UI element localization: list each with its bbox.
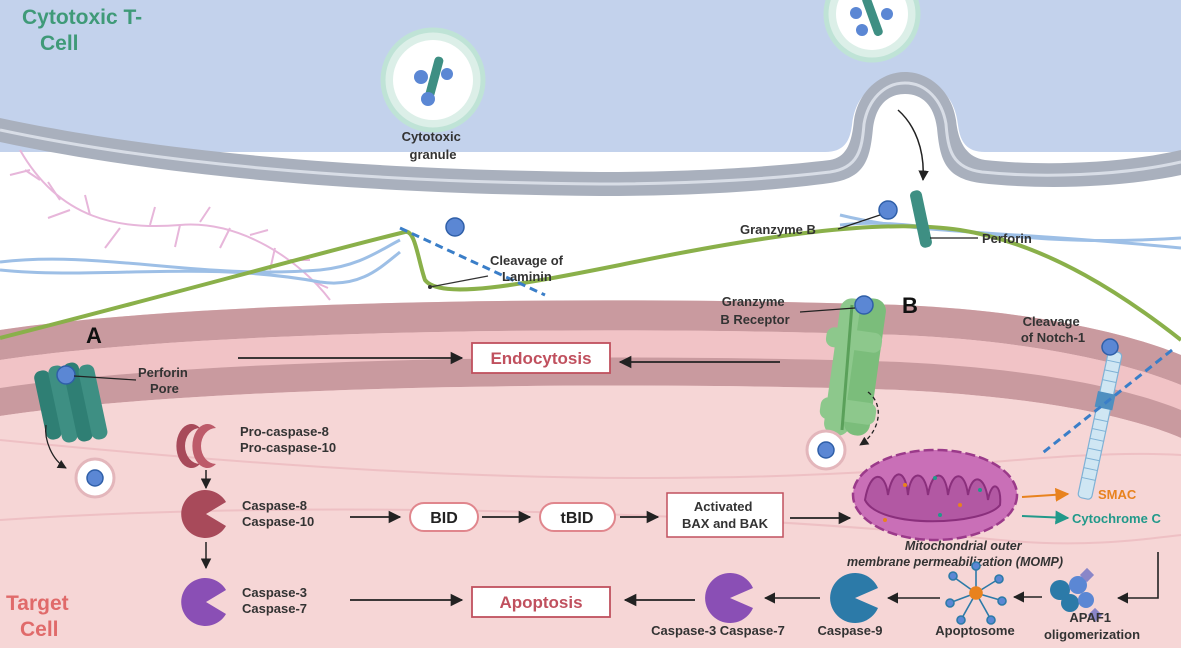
bid-pill	[409, 502, 479, 532]
momp-label: Mitochondrial outer membrane permeabiliz…	[847, 539, 1063, 569]
endosome-left	[74, 457, 116, 499]
section-label-a: A	[86, 323, 102, 348]
endocytosis-label: Endocytosis	[490, 349, 591, 368]
apoptosome-icon	[945, 561, 1007, 625]
caspase-3-7-left-icon	[181, 578, 226, 626]
basement-membrane-line	[0, 224, 1181, 342]
notch-cleavage-line	[1039, 348, 1173, 457]
target-cell	[0, 300, 1181, 648]
pro-caspase-icon	[176, 424, 216, 468]
pro-caspase-label: Pro-caspase-8 Pro-caspase-10	[240, 424, 336, 455]
perforin-pore	[34, 362, 108, 443]
cytotoxic-granule-label: Cytotoxic granule	[402, 129, 465, 162]
perforin-label: Perforin	[982, 231, 1032, 246]
mitochondrion	[851, 448, 1019, 542]
endocytosis-box	[471, 342, 611, 374]
granule-top-right	[823, 0, 921, 63]
target-cell-label: Target Cell	[6, 592, 74, 641]
granzyme-b-label: Granzyme B	[740, 222, 816, 237]
apoptosome-label: Apoptosome	[935, 623, 1014, 638]
perforin-molecule	[910, 190, 932, 248]
cytotoxic-granule	[380, 27, 486, 133]
cleavage-of-laminin-label: Cleavage of Laminin	[490, 253, 567, 284]
bax-bak-box	[666, 492, 784, 538]
endosome-right	[805, 429, 847, 471]
caspase-8-10-icon	[181, 490, 226, 539]
caspase-3-7-right-icon	[705, 573, 753, 623]
laminin-cleavage-line	[399, 226, 546, 297]
granzyme-b-released	[878, 200, 898, 220]
apaf1-oligomer-icon	[1050, 567, 1103, 623]
apoptosis-box	[471, 586, 611, 618]
tbid-label: tBID	[561, 510, 594, 527]
smac-label: SMAC	[1098, 487, 1137, 502]
caspase-9-icon	[830, 573, 878, 623]
notch-1-receptor	[1077, 350, 1123, 500]
t-cell-label: Cytotoxic T- Cell	[22, 6, 148, 55]
apaf1-label: APAF1 oligomerization	[1044, 610, 1140, 642]
bax-bak-label: Activated BAX and BAK	[682, 499, 769, 531]
granzyme-b-receptor-label: Granzyme B Receptor	[720, 294, 789, 327]
bid-label: BID	[430, 510, 458, 527]
cleavage-of-notch-label: Cleavage of Notch-1	[1021, 314, 1085, 345]
caspase-9-label: Caspase-9	[817, 623, 882, 638]
granzyme-b-receptor	[819, 295, 886, 436]
tbid-pill	[539, 502, 616, 532]
section-label-b: B	[902, 293, 918, 318]
granzyme-b-molecule	[445, 217, 465, 237]
perforin-pore-label: Perforin Pore	[138, 365, 191, 396]
caspase-3-7-left-label: Caspase-3 Caspase-7	[242, 585, 311, 616]
cytochrome-c-label: Cytochrome C	[1072, 511, 1161, 526]
caspase-3-7-right-label: Caspase-3 Caspase-7	[651, 623, 785, 638]
apoptosis-label: Apoptosis	[499, 593, 582, 612]
caspase-8-10-label: Caspase-8 Caspase-10	[242, 498, 314, 529]
granzyme-b-notch	[1101, 338, 1119, 356]
